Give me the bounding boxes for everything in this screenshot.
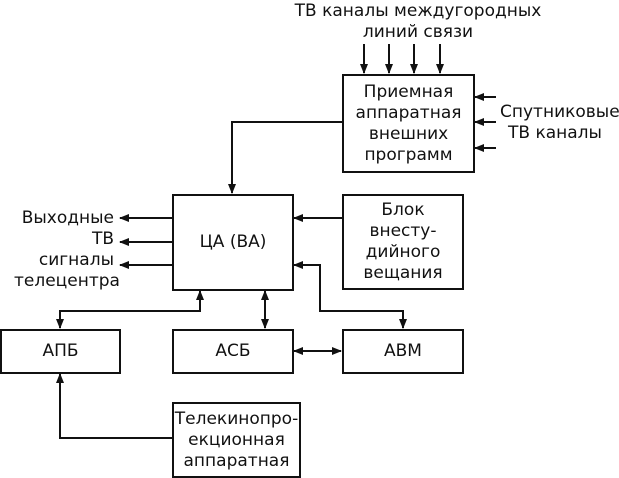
outside-broadcast-block: Блок внесту- дийного вещания <box>342 194 464 290</box>
central-apb-arrow <box>56 290 204 329</box>
central-avm-arrow <box>293 261 407 329</box>
central-block: ЦА (ВА) <box>172 194 294 291</box>
intercity-channels-label: ТВ каналы междугородных линий связи <box>294 1 542 42</box>
telecine-block: Телекинопро- екционная аппаратная <box>172 402 301 478</box>
output-signals-label: Выходные ТВ сигналы телецентра <box>14 208 120 291</box>
asb-block: АСБ <box>172 329 294 374</box>
apb-block: АПБ <box>0 329 121 374</box>
telecine-to-apb-arrow <box>56 373 172 439</box>
receiving-to-central-arrow <box>228 121 342 194</box>
avm-block: АВМ <box>342 329 464 374</box>
receiving-block: Приемная аппаратная внешних программ <box>342 74 475 173</box>
satellite-channels-label: Спутниковые ТВ каналы <box>500 102 619 143</box>
